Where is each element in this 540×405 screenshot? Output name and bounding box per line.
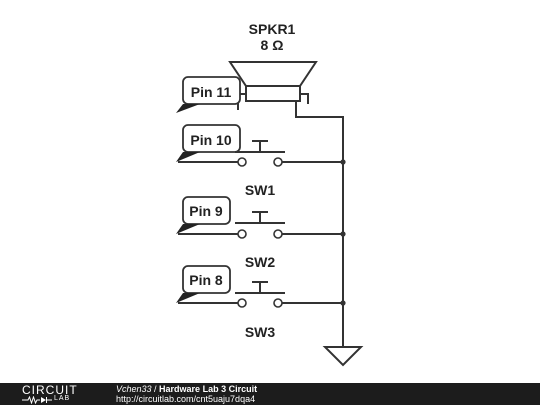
logo-bottom-text: LAB: [54, 395, 71, 402]
switch-label-sw2: SW2: [245, 254, 276, 270]
pin-label-9: Pin 9: [176, 196, 231, 234]
svg-text:Pin 11: Pin 11: [191, 84, 232, 100]
switch-label-sw1: SW1: [245, 182, 276, 198]
pushbutton-sw3: [178, 281, 346, 308]
resistor-diode-icon: [22, 396, 52, 404]
circuit-title[interactable]: Hardware Lab 3 Circuit: [159, 384, 258, 394]
speaker-wires: [237, 93, 344, 338]
pin-label-11: Pin 11: [176, 76, 241, 113]
circuitlab-logo[interactable]: CIRCUIT LAB: [22, 384, 94, 404]
pushbutton-sw2: [178, 211, 346, 239]
svg-text:Pin 9: Pin 9: [189, 203, 223, 219]
footer-bar: CIRCUIT LAB Vchen33 / Hardware Lab 3 Cir…: [0, 383, 540, 405]
pin-label-8: Pin 8: [176, 265, 231, 303]
speaker-ref-label: SPKR1: [249, 21, 296, 37]
svg-text:Pin 10: Pin 10: [190, 132, 231, 148]
switch-label-sw3: SW3: [245, 324, 276, 340]
circuit-url-link[interactable]: http://circuitlab.com/cnt5uaju7dqa4: [116, 394, 256, 404]
pushbutton-sw1: [178, 140, 346, 167]
speaker-symbol: [228, 61, 318, 102]
pin-label-10: Pin 10: [176, 124, 241, 162]
circuit-schematic: SPKR1 8 Ω Pin 11 Pin 10 SW1 Pin 9: [176, 21, 364, 367]
meta-separator: /: [151, 384, 160, 394]
ground-symbol: [322, 338, 364, 367]
logo-top-text: CIRCUIT: [22, 383, 78, 397]
circuit-meta: Vchen33 / Hardware Lab 3 Circuit http://…: [116, 384, 257, 404]
author-link[interactable]: Vchen33: [116, 384, 152, 394]
speaker-value-label: 8 Ω: [261, 37, 284, 53]
svg-text:Pin 8: Pin 8: [189, 272, 223, 288]
